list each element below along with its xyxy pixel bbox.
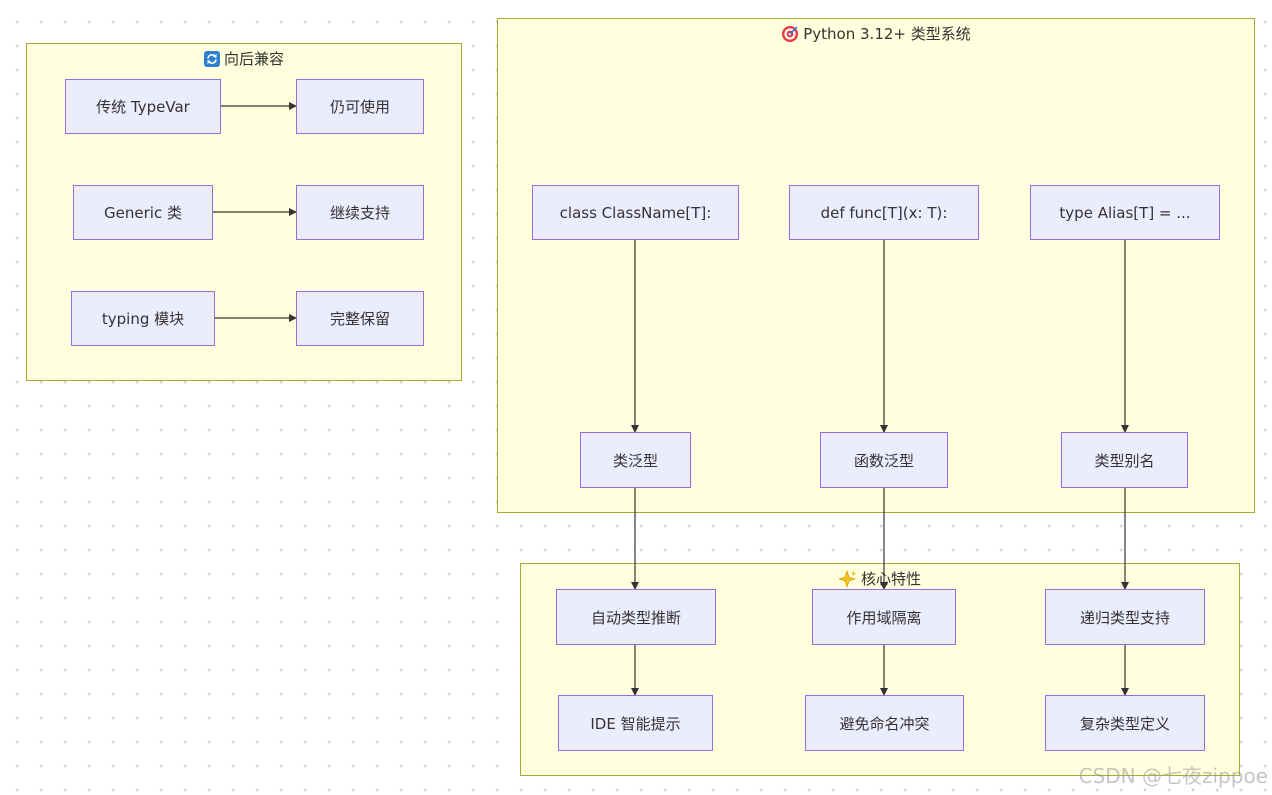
watermark: CSDN @七夜zippoe <box>1078 764 1268 788</box>
node-still-usable: 仍可使用 <box>296 79 424 134</box>
cluster-python-type-system-title: Python 3.12+ 类型系统 <box>498 23 1254 44</box>
node-class-generic: 类泛型 <box>580 432 691 488</box>
node-ide-hints: IDE 智能提示 <box>558 695 713 751</box>
node-complex-types: 复杂类型定义 <box>1045 695 1205 751</box>
cluster-backward-compat-title: 向后兼容 <box>27 48 461 69</box>
node-typing-module: typing 模块 <box>71 291 215 346</box>
node-def-syntax: def func[T](x: T): <box>789 185 979 240</box>
node-continued-support: 继续支持 <box>296 185 424 240</box>
node-generic-class: Generic 类 <box>73 185 213 240</box>
node-func-generic: 函数泛型 <box>820 432 948 488</box>
cluster-backward-compat-label: 向后兼容 <box>223 50 284 68</box>
node-fully-retained: 完整保留 <box>296 291 424 346</box>
cluster-core-features-title: 核心特性 <box>521 568 1239 589</box>
node-recursive-types: 递归类型支持 <box>1045 589 1205 645</box>
sparkles-icon <box>838 569 857 588</box>
node-type-syntax: type Alias[T] = ... <box>1030 185 1220 240</box>
cluster-python-type-system-label: Python 3.12+ 类型系统 <box>803 25 971 43</box>
node-scope-isolation: 作用域隔离 <box>812 589 956 645</box>
cluster-core-features-label: 核心特性 <box>860 570 921 588</box>
node-auto-inference: 自动类型推断 <box>556 589 716 645</box>
node-class-syntax: class ClassName[T]: <box>532 185 739 240</box>
node-type-alias: 类型别名 <box>1061 432 1188 488</box>
node-avoid-conflicts: 避免命名冲突 <box>805 695 964 751</box>
node-typevar: 传统 TypeVar <box>65 79 221 134</box>
target-icon <box>781 25 799 43</box>
refresh-icon <box>203 50 220 67</box>
